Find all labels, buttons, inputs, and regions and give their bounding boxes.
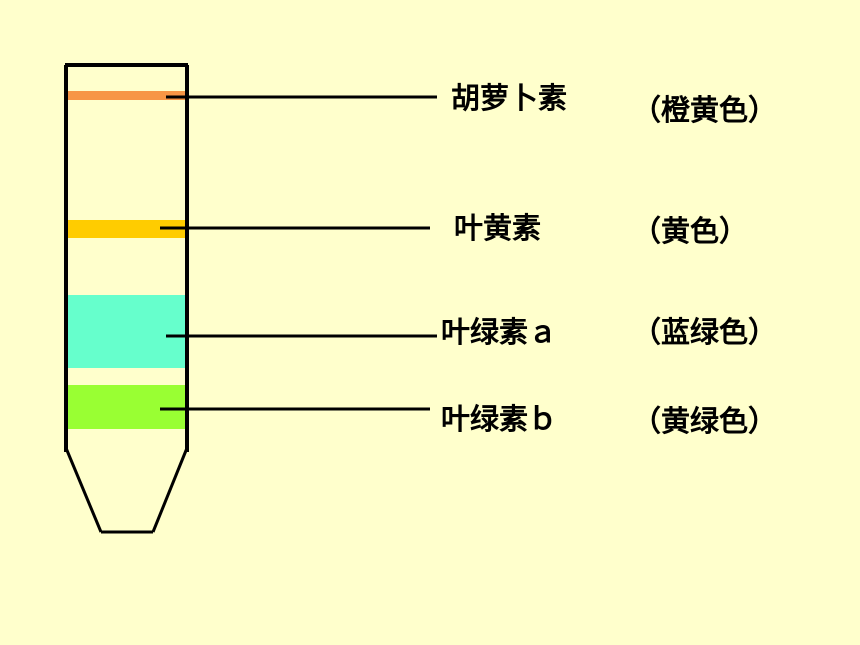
label-chlorophyll-b: 叶绿素ｂ: [441, 402, 558, 436]
label-carotene: 胡萝卜素: [451, 81, 568, 115]
test-tube: [64, 63, 189, 534]
tube-taper-right: [151, 447, 189, 533]
band-carotene: [64, 91, 188, 100]
label-chlorophyll-a: 叶绿素ａ: [441, 315, 558, 349]
label-carotene-color: （橙黄色）: [632, 93, 778, 127]
band-xanthophyll: [64, 220, 188, 238]
band-chlorophyll-a: [64, 295, 188, 368]
label-chlorophyll-a-color: （蓝绿色）: [632, 315, 778, 349]
label-xanthophyll-color: （黄色）: [632, 214, 749, 248]
tube-taper-left: [64, 447, 103, 533]
leader-lines: [160, 95, 437, 411]
label-xanthophyll: 叶黄素: [454, 211, 542, 245]
band-chlorophyll-b: [64, 385, 188, 429]
label-chlorophyll-b-color: （黄绿色）: [632, 404, 778, 438]
